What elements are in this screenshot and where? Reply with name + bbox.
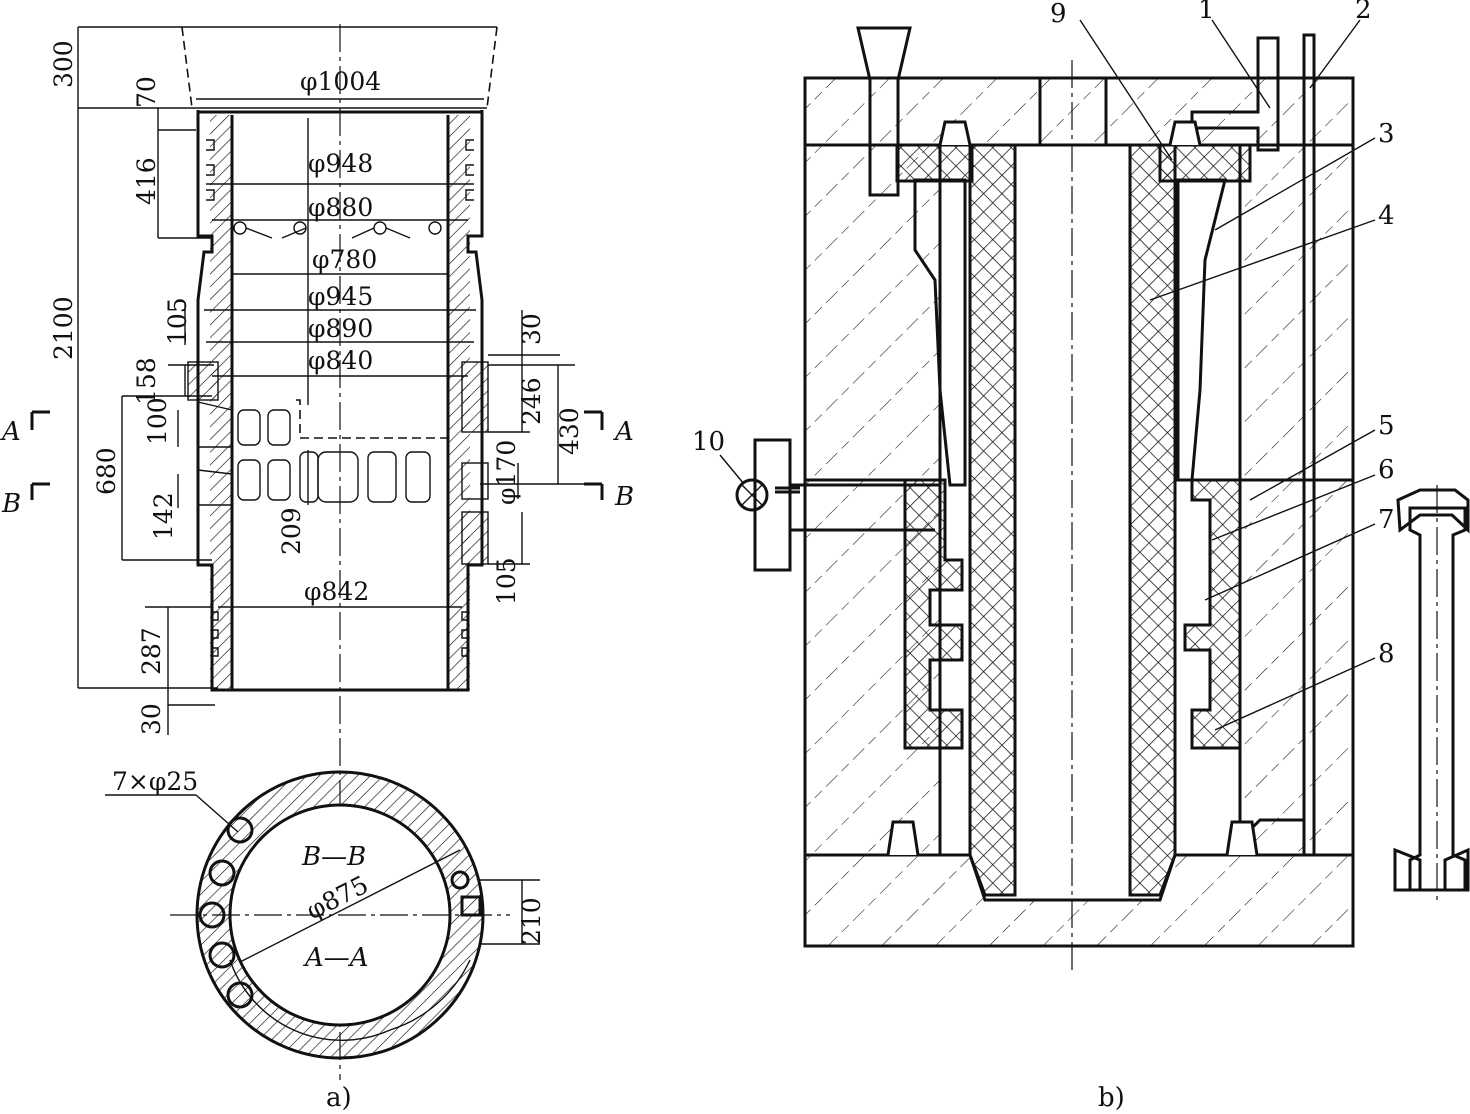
caption-a: a) [326,1083,352,1113]
callout-1: 1 [1198,0,1215,25]
dim-d170: φ170 [492,440,521,505]
dim-v30r: 30 [517,313,546,345]
dim-v70: 70 [132,76,161,108]
dim-v430: 430 [555,407,584,455]
section-b-right: B [614,482,634,512]
callout-9: 9 [1050,0,1067,29]
dim-d840: φ840 [308,346,373,375]
dim-v30b: 30 [137,703,166,735]
top-ring-right [1158,143,1252,183]
ring-grooves [206,139,474,657]
section-a-right: A [613,417,634,447]
dim-v680: 680 [92,447,121,495]
callout-5: 5 [1378,411,1395,441]
dim-v287: 287 [137,627,166,675]
callout-7: 7 [1378,505,1395,535]
dim-v158: 158 [132,357,161,405]
dim-d945: φ945 [308,282,373,311]
dim-d1004: φ1004 [300,67,381,96]
section-markers [30,410,604,500]
ring-core-left [903,478,964,750]
dim-holes: 7×φ25 [112,767,198,796]
dim-v142: 142 [149,492,178,540]
circular-section [105,770,540,1060]
section-aa-label: A—A [303,943,369,973]
vertical-dims-right [480,310,600,565]
cooling-holes-row [233,221,442,239]
cylinder-drawing: φ1004 φ948 φ880 φ780 φ945 φ890 φ840 φ842 [0,24,634,1113]
section-bb-label: B—B [301,842,366,872]
top-ring-left [895,143,974,183]
diameter-dims [196,98,484,608]
caption-b: b) [1098,1083,1125,1113]
dim-v300: 300 [49,40,78,88]
port-windows [187,361,489,565]
dim-v105r: 105 [492,557,521,605]
dim-v246: 246 [517,377,546,425]
dim-d890: φ890 [308,314,373,343]
vent-rod [1302,33,1316,857]
dim-v2100: 2100 [49,296,78,360]
mold-drawing: 1 2 3 4 5 6 7 8 9 10 b) [692,0,1470,1113]
wall-hatch-left [210,115,232,690]
callout-2: 2 [1355,0,1372,25]
callout-4: 4 [1378,201,1395,231]
sleeve-part [1393,485,1470,905]
callout-3: 3 [1378,119,1395,149]
locating-pins [886,120,1259,856]
callout-10: 10 [692,427,725,457]
dim-d880: φ880 [308,193,373,222]
valve-assembly [735,438,940,572]
core-right [1128,143,1177,897]
riser-pipe [1190,36,1280,152]
callout-8: 8 [1378,639,1395,669]
ring-core-right [1183,478,1242,750]
dim-d842: φ842 [304,577,369,606]
dim-d780: φ780 [312,245,377,274]
dim-v209: 209 [277,507,306,555]
cavity-profile-left [913,178,967,487]
dim-d948: φ948 [308,149,373,178]
funnel-outline [181,26,498,109]
pour-cup [856,26,912,197]
dim-v100: 100 [143,397,172,445]
section-a-left: A [0,417,21,447]
vertical-dims-left [77,26,309,735]
dim-v210: 210 [517,897,546,945]
core-left [968,143,1017,897]
callout-6: 6 [1378,455,1395,485]
dim-v416: 416 [132,157,161,205]
dim-v105a: 105 [163,297,192,345]
section-b-left: B [1,489,21,519]
callout-leaders [719,19,1376,731]
